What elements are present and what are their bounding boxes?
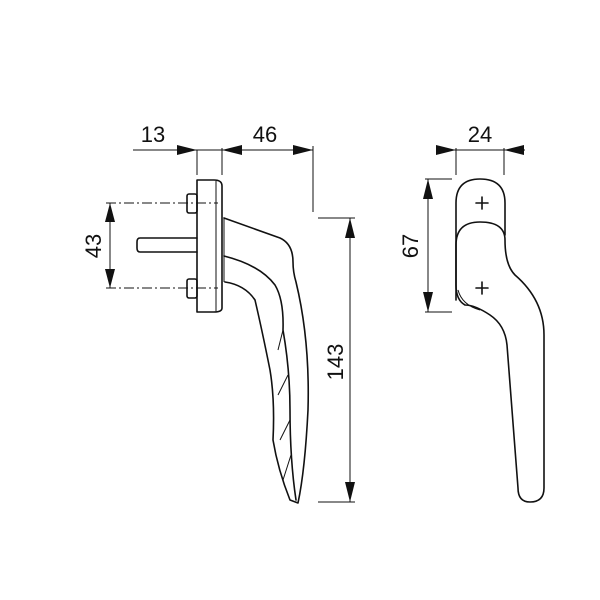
dim-label-143: 143 xyxy=(323,344,348,381)
dimension-46: 46 xyxy=(222,122,314,212)
dimension-13: 13 xyxy=(133,122,223,175)
rosette-front xyxy=(455,178,506,301)
front-view: 24 67 xyxy=(398,122,545,503)
dim-label-43: 43 xyxy=(81,234,106,258)
dimension-67: 67 xyxy=(398,178,452,313)
dim-label-67: 67 xyxy=(398,234,423,258)
handle-lever-side xyxy=(223,217,310,504)
spindle xyxy=(136,237,198,253)
dimension-143: 143 xyxy=(318,217,355,503)
dimension-24: 24 xyxy=(436,122,525,175)
handle-lever-front xyxy=(455,221,545,503)
rosette-plate xyxy=(196,179,223,313)
screw-mark-bottom xyxy=(475,281,489,295)
dim-label-46: 46 xyxy=(253,122,277,147)
side-view: 13 46 43 xyxy=(81,122,355,504)
handle-neck-inner xyxy=(223,255,297,501)
screw-mark-top xyxy=(475,196,489,210)
dimension-43: 43 xyxy=(81,202,218,289)
dim-label-24: 24 xyxy=(468,122,492,147)
dim-label-13: 13 xyxy=(141,122,165,147)
